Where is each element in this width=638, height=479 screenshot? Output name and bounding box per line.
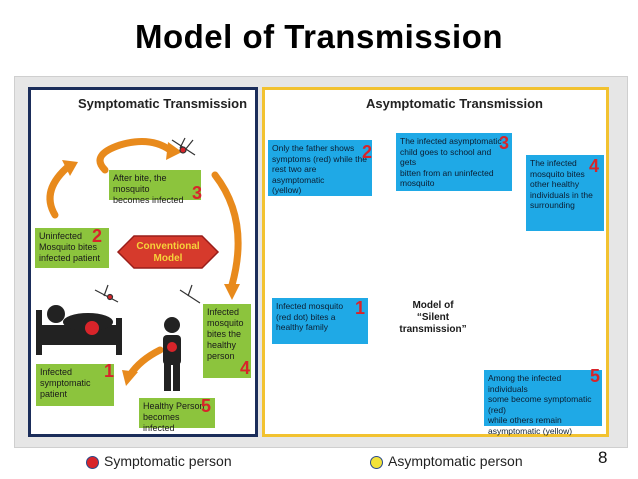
mosquito-icon-left-top bbox=[171, 137, 196, 156]
step-number-3: 3 bbox=[192, 183, 203, 203]
symptomatic-step-2: Uninfected Mosquito bites infected patie… bbox=[35, 228, 109, 268]
cycle-arrows bbox=[46, 137, 242, 379]
slide-title: Model of Transmission bbox=[134, 18, 504, 55]
symptomatic-step-4: Infected mosquito bites the healthy pers… bbox=[203, 304, 251, 378]
step-number-4: 4 bbox=[240, 358, 251, 378]
step-number-1: 1 bbox=[104, 361, 115, 381]
cycle-arrowhead-1 bbox=[166, 142, 182, 160]
mosquito-icon-left-right bbox=[179, 284, 201, 304]
asym-step-number-3: 3 bbox=[499, 133, 510, 153]
asymptomatic-legend-label: Asymptomatic person bbox=[388, 453, 523, 469]
conventional-model-shape bbox=[116, 235, 220, 269]
step-number-2: 2 bbox=[92, 226, 103, 246]
cycle-arrow-top bbox=[96, 137, 174, 174]
asymptomatic-step-5: Among the infected individuals some beco… bbox=[484, 370, 602, 436]
mosquito-icon-left-mid bbox=[94, 284, 119, 303]
asymptomatic-step-3: The infected asymptomatic child goes to … bbox=[396, 133, 512, 191]
healthy-person-icon bbox=[163, 317, 181, 391]
asymptomatic-step-1: Infected mosquito (red dot) bites a heal… bbox=[272, 298, 368, 344]
asym-step-number-2: 2 bbox=[362, 142, 373, 162]
cycle-arrowhead-4 bbox=[122, 370, 138, 386]
asym-step-number-5: 5 bbox=[590, 366, 601, 386]
asymptomatic-step-2: Only the father shows symptoms (red) whi… bbox=[268, 140, 372, 196]
symptomatic-legend-dot bbox=[86, 456, 99, 469]
symptomatic-heading: Symptomatic Transmission bbox=[78, 96, 248, 111]
cycle-arrow-left bbox=[46, 161, 74, 219]
page-number: 8 bbox=[598, 448, 608, 467]
silent-model-label: Model of “Silent transmission” bbox=[399, 300, 467, 335]
asymptomatic-step-4: The infected mosquito bites other health… bbox=[526, 155, 604, 231]
symptomatic-step-5: Healthy Person becomes infected bbox=[139, 398, 215, 433]
asym-step-number-4: 4 bbox=[589, 156, 600, 176]
patient-in-bed-icon bbox=[36, 305, 122, 355]
cycle-arrow-right bbox=[211, 171, 242, 289]
conventional-model-label: Conventional Model bbox=[136, 241, 200, 264]
asymptomatic-legend-dot bbox=[370, 456, 383, 469]
cycle-arrow-bottom bbox=[126, 346, 164, 379]
symptomatic-legend-label: Symptomatic person bbox=[104, 453, 232, 469]
cycle-arrowhead-3 bbox=[224, 284, 240, 300]
symptomatic-step-1: Infected symptomatic patient bbox=[36, 364, 114, 406]
asymptomatic-heading: Asymptomatic Transmission bbox=[366, 96, 543, 111]
symptomatic-step-3: After bite, the mosquito becomes infecte… bbox=[109, 170, 201, 205]
asym-step-number-1: 1 bbox=[355, 298, 366, 318]
step-number-5: 5 bbox=[201, 396, 212, 416]
cycle-arrowhead-2 bbox=[62, 160, 78, 176]
